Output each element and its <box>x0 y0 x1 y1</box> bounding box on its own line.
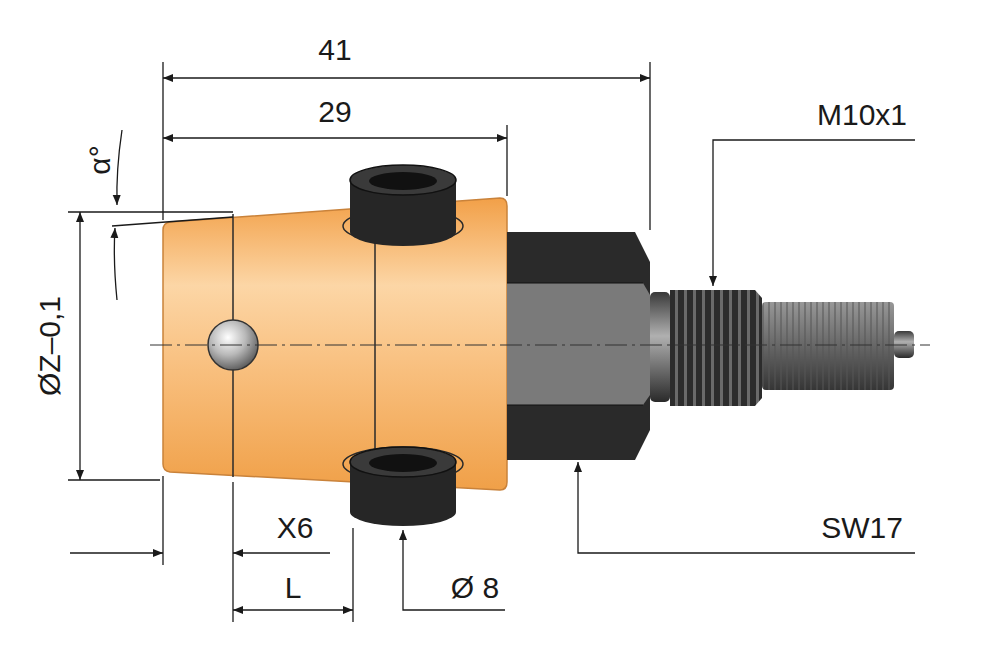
length-callout: L <box>282 572 305 604</box>
dimension-29: 29 <box>315 96 354 128</box>
thread-callout: M10x1 <box>814 99 910 131</box>
splined-shaft <box>762 302 894 390</box>
dimension-41: 41 <box>315 34 354 66</box>
taper-body <box>163 198 507 490</box>
bushing-diameter: Ø 8 <box>448 572 502 604</box>
top-bushing <box>350 165 456 246</box>
offset-callout: X6 <box>274 512 317 544</box>
dimension-lines <box>68 62 915 622</box>
taper-angle: α° <box>84 142 116 177</box>
wrench-size: SW17 <box>818 512 906 544</box>
collar <box>650 292 670 402</box>
diameter-callout: ØZ–0,1 <box>34 293 66 399</box>
hex-nut <box>507 232 650 460</box>
bottom-bushing <box>350 447 456 526</box>
thread-m10 <box>670 290 762 406</box>
